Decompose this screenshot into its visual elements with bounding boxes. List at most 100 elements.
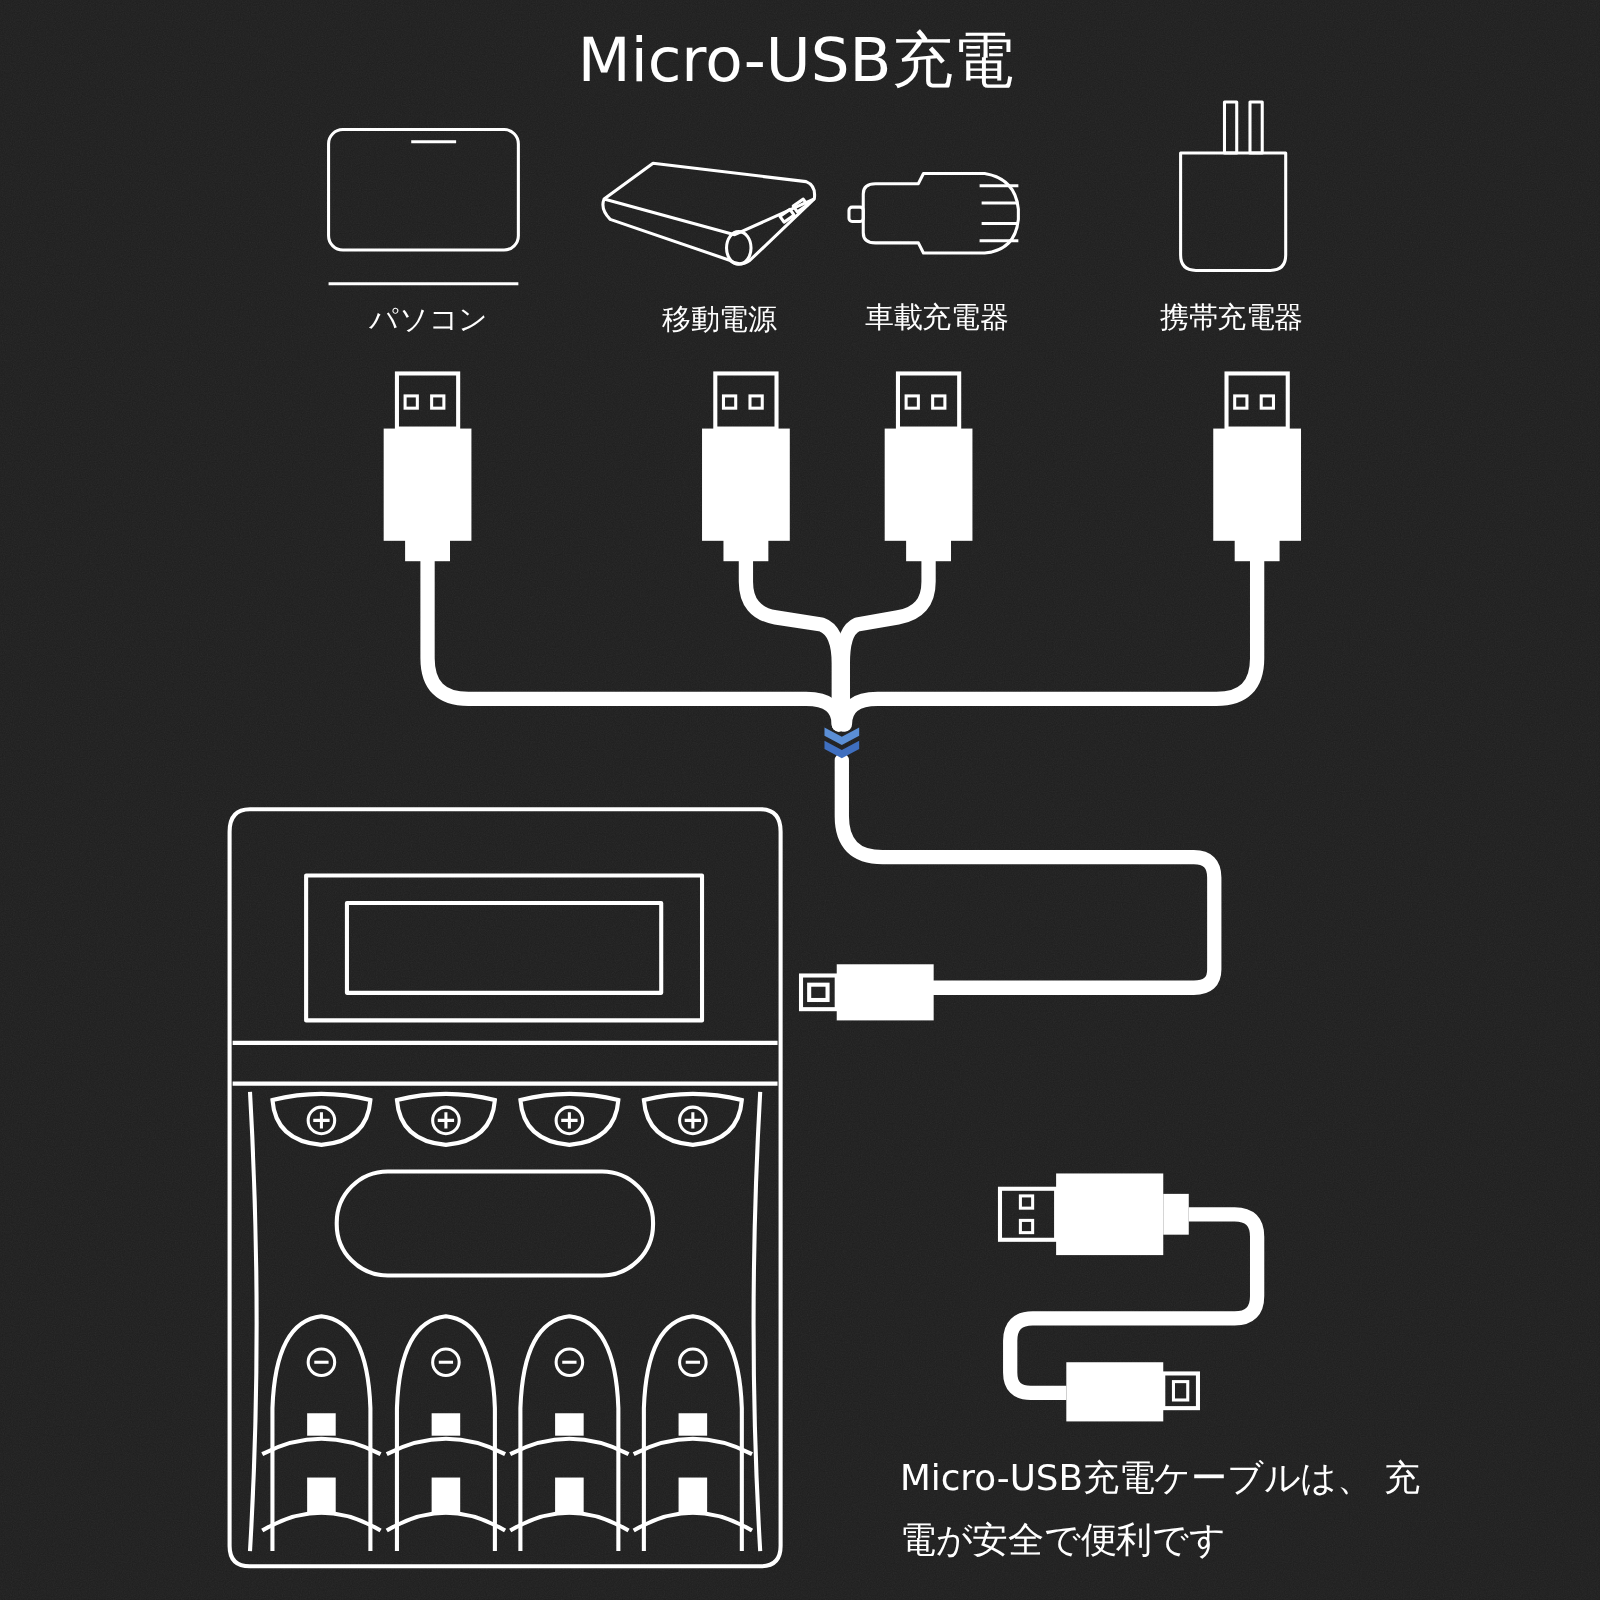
battery-slot-part-part <box>387 1513 505 1531</box>
car-charger-icon-part <box>863 173 1018 253</box>
battery-slot-part-part <box>556 1107 583 1134</box>
usb-plug-part-part <box>1227 373 1288 428</box>
battery-slot-part-part <box>520 1316 618 1551</box>
battery-charger-part <box>337 1171 653 1275</box>
battery-slot <box>262 1094 752 1551</box>
usb-plug-part <box>885 373 973 561</box>
micro-usb-plug <box>801 964 934 1020</box>
battery-slot-part-part <box>555 1478 584 1515</box>
cable-illustration-part <box>1163 1194 1189 1235</box>
micro-usb-plug-part <box>801 976 837 1010</box>
battery-charger-part <box>754 1092 761 1551</box>
cable-illustration-part <box>1056 1173 1163 1255</box>
battery-slot-part-part <box>556 1349 583 1376</box>
merge-chevrons-part <box>824 728 859 745</box>
power-bank-icon-part <box>604 199 814 235</box>
cable-illustration-part <box>1066 1362 1163 1421</box>
usb-plug-part <box>384 373 472 561</box>
device-label: パソコン <box>369 302 487 336</box>
battery-slot-part-part <box>262 1513 380 1531</box>
battery-charger <box>230 809 781 1566</box>
usb-plug-part-part <box>885 429 973 541</box>
cable-part <box>845 559 1257 724</box>
battery-slot-part-part <box>433 1349 460 1376</box>
battery-slot-part-part <box>634 1513 752 1531</box>
usb-plug-part <box>702 373 790 561</box>
usb-plug <box>384 373 1301 561</box>
car-charger-icon-part <box>849 207 863 221</box>
usb-plug-part-part <box>397 373 458 428</box>
battery-slot-part-part <box>679 1413 708 1435</box>
device-label: 移動電源 <box>662 302 776 336</box>
device-label: 車載充電器 <box>865 300 1008 334</box>
device-label: 携帯充電器 <box>1160 300 1303 334</box>
battery-slot-part-part <box>308 1349 335 1376</box>
wall-charger-icon-part <box>1250 102 1262 153</box>
battery-slot-part-part <box>510 1513 628 1531</box>
battery-slot-part-part <box>307 1413 336 1435</box>
battery-slot-part-part <box>308 1107 335 1134</box>
car-charger-icon-part <box>980 239 1019 242</box>
cable-part <box>428 559 839 724</box>
battery-charger-part <box>230 809 781 1566</box>
battery-charger-part <box>347 903 661 993</box>
battery-slot-part-part <box>644 1094 742 1145</box>
wall-charger-icon-part <box>1181 153 1286 270</box>
car-charger-icon-part <box>980 184 1019 187</box>
laptop-icon <box>329 130 519 284</box>
usb-plug-part-part <box>384 429 472 541</box>
battery-slot-part-part <box>679 1478 708 1515</box>
battery-slot-part-part <box>313 1112 329 1128</box>
micro-usb-plug-part <box>837 964 934 1020</box>
cable-part <box>746 559 839 724</box>
battery-slot-part-part <box>272 1094 370 1145</box>
power-bank-icon-part <box>780 209 794 222</box>
battery-slot-part <box>387 1094 505 1551</box>
battery-charger-part <box>250 1092 257 1551</box>
battery-slot-part-part <box>314 1361 328 1364</box>
car-charger-icon-part <box>982 202 1019 205</box>
wall-charger-icon <box>1181 102 1286 270</box>
battery-slot-part-part <box>510 1439 628 1454</box>
title: Micro-USB充電 <box>578 22 1014 95</box>
merge-chevrons <box>824 728 859 759</box>
cable-illustration <box>1000 1173 1257 1421</box>
battery-slot-part-part <box>397 1316 495 1551</box>
battery-slot-part-part <box>262 1439 380 1454</box>
wall-charger-icon-part <box>1224 102 1236 153</box>
battery-slot-part-part <box>272 1316 370 1551</box>
usb-plug-part-part <box>432 396 444 408</box>
battery-slot-part-part <box>397 1094 495 1145</box>
laptop-icon-part <box>329 282 519 285</box>
usb-plug-part <box>1213 373 1301 561</box>
usb-plug-part-part <box>715 373 776 428</box>
battery-slot-part-part <box>562 1361 576 1364</box>
usb-plug-part-part <box>405 396 417 408</box>
battery-slot-part-part <box>307 1478 336 1515</box>
battery-slot-part-part <box>439 1361 453 1364</box>
cable-illustration-part <box>1173 1382 1187 1400</box>
battery-slot-part <box>634 1094 752 1551</box>
usb-plug-part-part <box>1261 396 1273 408</box>
usb-plug-part-part <box>750 396 762 408</box>
usb-plug-part-part <box>906 396 918 408</box>
usb-plug-part-part <box>723 396 735 408</box>
battery-slot-part-part <box>685 1112 701 1128</box>
battery-slot-part-part <box>680 1349 707 1376</box>
laptop-icon-part <box>411 140 456 143</box>
car-charger-icon-part <box>982 222 1019 225</box>
battery-slot-part-part <box>432 1478 461 1515</box>
merge-chevrons-part <box>824 741 859 758</box>
power-bank-icon-part <box>793 199 807 212</box>
battery-slot-part-part <box>680 1107 707 1134</box>
cable-illustration-part <box>1000 1189 1056 1240</box>
battery-slot-part-part <box>686 1361 700 1364</box>
battery-slot-part-part <box>634 1439 752 1454</box>
usb-plug-part-part <box>1235 396 1247 408</box>
cable <box>428 559 1258 988</box>
cable-illustration-part <box>1020 1196 1032 1208</box>
note-text: Micro-USB充電ケーブルは、 充電が安全で便利です <box>900 1447 1451 1572</box>
cable-illustration-part <box>1020 1220 1032 1232</box>
